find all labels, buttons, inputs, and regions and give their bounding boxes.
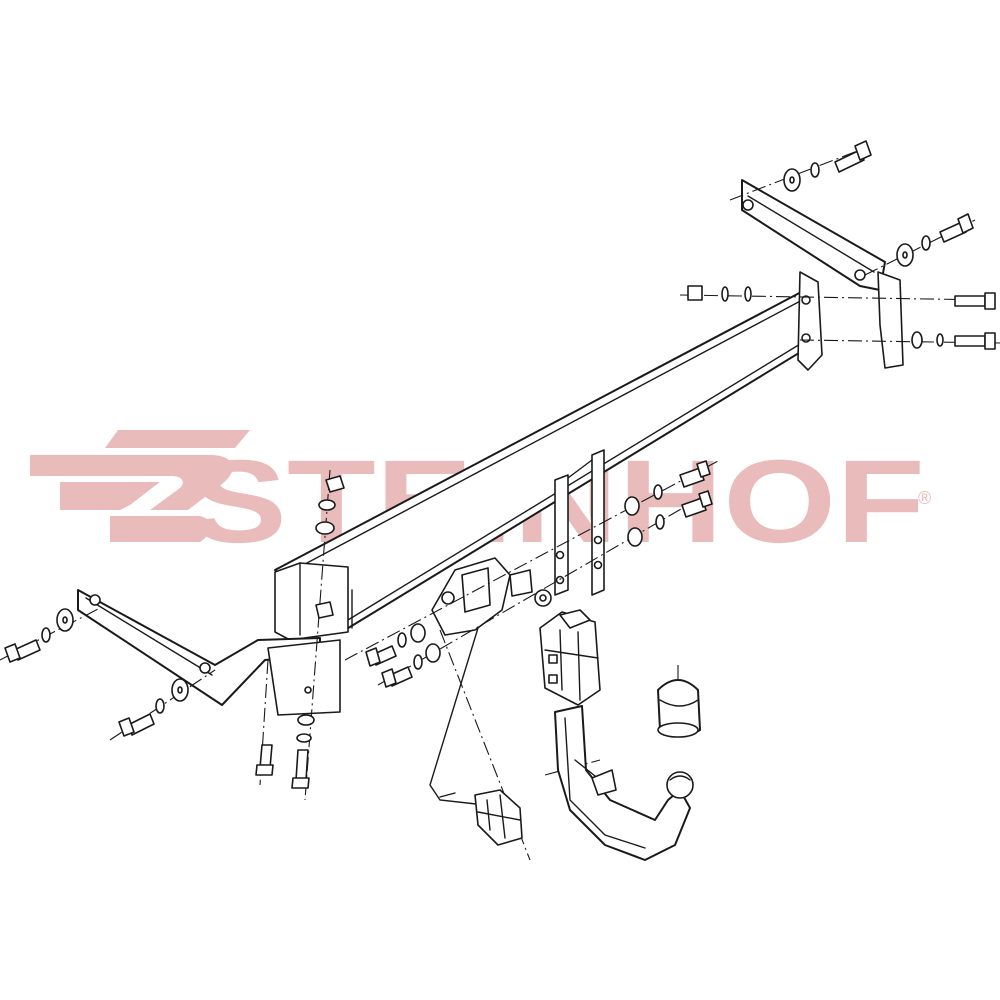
watermark-registered-mark: ® [918, 488, 931, 508]
bolt-icon [291, 749, 310, 789]
washer-icon [721, 286, 752, 302]
bolt-set-socket-lower [381, 643, 441, 688]
bolt-set-left-arm-front [4, 608, 74, 663]
spring-washer-icon [810, 162, 820, 178]
bolt-set-right-end-top [687, 285, 996, 310]
bolt-icon [255, 744, 274, 776]
washer-icon [896, 243, 914, 267]
washer-icon [296, 714, 315, 743]
bolt-set-right-arm-top [783, 140, 872, 192]
nut-icon [325, 475, 345, 493]
bolt-set-left-vertical [255, 475, 345, 789]
bolt-icon [954, 332, 996, 350]
steinhof-logo-swoosh [30, 430, 250, 542]
receiver-housing [539, 609, 601, 706]
washer-icon [413, 643, 441, 670]
right-side-arm [741, 179, 904, 369]
bolt-icon [681, 490, 713, 518]
left-side-arm [77, 589, 341, 716]
bolt-set-socket-upper [365, 623, 426, 667]
washer-icon [624, 484, 663, 516]
wiring-cable [429, 627, 486, 806]
bolt-icon [381, 666, 413, 688]
bolt-icon [834, 140, 872, 173]
nut-icon [687, 285, 703, 301]
center-mount-brackets [431, 449, 605, 636]
bolt-set-center-upper [624, 460, 711, 516]
bolt-icon [954, 292, 996, 310]
bolt-set-right-end-bottom [911, 331, 996, 350]
bolt-set-right-arm-mid [896, 213, 974, 267]
spring-washer-icon [155, 698, 165, 714]
spring-washer-icon [921, 235, 931, 251]
washer-icon [627, 514, 665, 547]
bolt-icon [365, 645, 397, 667]
tow-ball-neck [554, 705, 694, 861]
bolt-set-center-lower [627, 490, 713, 547]
electrical-connector [474, 789, 523, 846]
washer-icon [56, 608, 74, 632]
tow-ball-cap [657, 679, 701, 738]
washer-icon [171, 678, 189, 702]
washer-icon [911, 331, 944, 349]
bolt-set-left-arm-rear [118, 678, 189, 737]
main-cross-beam [274, 271, 823, 641]
bolt-icon [4, 639, 41, 663]
spring-washer-icon [41, 627, 51, 643]
bolt-icon [118, 713, 155, 737]
washer-icon [397, 623, 426, 648]
bolt-icon [939, 213, 974, 243]
washer-icon [315, 499, 336, 535]
washer-icon [783, 168, 801, 192]
bolt-icon [679, 460, 711, 488]
nut-icon [315, 601, 334, 619]
